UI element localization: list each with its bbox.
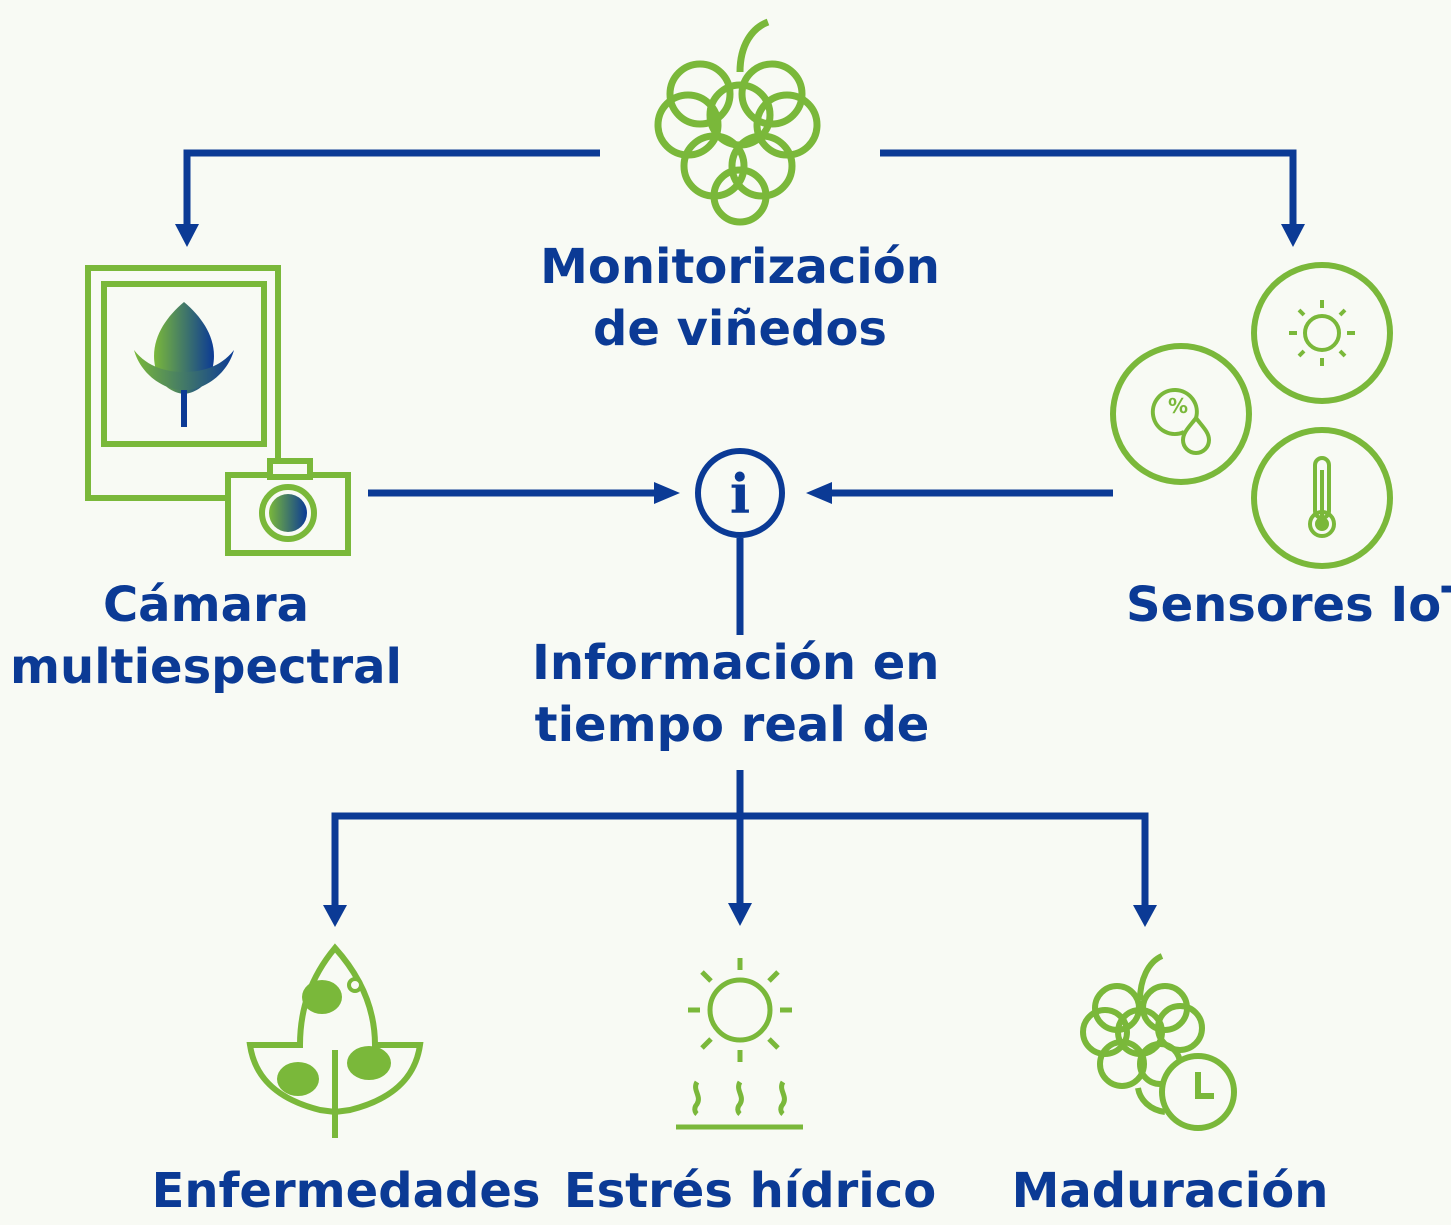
camera-label-line2: multiespectral (10, 639, 402, 695)
info-label-line1: Información en (532, 635, 940, 691)
connector-top-right (880, 149, 1297, 228)
info-glyph: i (730, 462, 751, 526)
arrowheads (175, 224, 1305, 927)
output-label-maturation: Maduración (1011, 1163, 1329, 1219)
diseased-leaf-icon (246, 943, 424, 1138)
top-label-line2: de viñedos (593, 301, 887, 357)
humidity-sensor-circle (1110, 343, 1252, 485)
top-label-line1: Monitorización (540, 239, 940, 295)
temperature-sensor-circle (1251, 427, 1393, 569)
arrowhead (175, 224, 199, 247)
sensors-label: Sensores IoT (1126, 577, 1451, 633)
sun-heat-icon (676, 958, 803, 1130)
humidity-icon (1150, 388, 1212, 455)
sensor-circles (1110, 262, 1393, 569)
top-label: Monitorización de viñedos (540, 236, 940, 360)
connector-branches (331, 812, 1149, 905)
connector-top-left (183, 149, 600, 228)
grapes-icon (654, 18, 821, 226)
arrowhead (323, 905, 347, 927)
sun-sensor-circle (1251, 262, 1393, 404)
info-icon (695, 448, 785, 538)
camera-label-line1: Cámara (102, 577, 310, 633)
output-label-water-stress: Estrés hídrico (563, 1163, 937, 1219)
connector-lines (183, 149, 1297, 905)
arrowhead (1133, 905, 1157, 927)
arrowhead (806, 482, 832, 504)
arrowhead (654, 482, 680, 504)
arrowhead (728, 903, 752, 926)
output-label-diseases: Enfermedades (151, 1163, 541, 1219)
info-label: Información en tiempo real de (532, 632, 940, 756)
sun-icon (1289, 300, 1355, 366)
arrowhead (1281, 224, 1305, 247)
grape-clock-icon (1080, 953, 1237, 1131)
percent-glyph: % (1168, 394, 1188, 418)
multispectral-camera-icon (85, 265, 351, 556)
camera-lens (269, 494, 307, 532)
info-label-line2: tiempo real de (534, 697, 930, 753)
camera-label: Cámara multiespectral (6, 574, 406, 698)
thermometer-icon (1308, 456, 1336, 538)
